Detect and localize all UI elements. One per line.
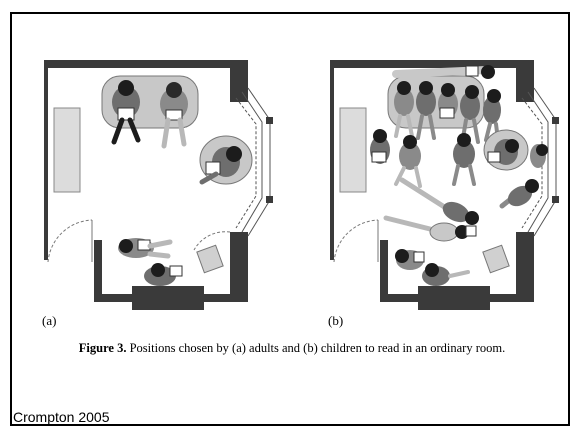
window-post-upper (552, 117, 559, 124)
child-centre-1 (394, 135, 422, 188)
cupboard (339, 107, 367, 193)
window-post-upper (266, 117, 273, 124)
armchair-child (483, 129, 529, 171)
sofa-child-3 (438, 83, 458, 119)
window-post-lower (552, 196, 559, 203)
window-swing (193, 231, 231, 251)
panel-label-b: (b) (328, 313, 344, 328)
left-wall (44, 60, 48, 260)
floor-plan-adults (30, 50, 280, 310)
child-window-seat (530, 144, 548, 168)
top-wall (44, 60, 248, 68)
sofa-child-4 (460, 85, 480, 146)
sofa-child-2 (416, 81, 436, 140)
floor-reader-lower (144, 263, 183, 286)
source-credit: Crompton 2005 (13, 409, 110, 425)
figure-caption: Figure 3. Positions chosen by (a) adults… (0, 341, 584, 356)
floor-plan-children (316, 50, 566, 310)
child-lying-2 (383, 215, 477, 242)
bay-window (521, 87, 557, 237)
door-swing (47, 219, 93, 263)
small-chair (482, 244, 510, 274)
right-wall-upper (516, 60, 534, 102)
alcove-left-wall (380, 240, 388, 302)
room-plan-svg (330, 60, 559, 310)
cupboard (53, 107, 81, 193)
door-swing (333, 219, 379, 263)
small-chair (196, 244, 224, 274)
child-lying-1 (399, 177, 479, 225)
room-plan-svg (44, 60, 273, 310)
armchair-reader (199, 135, 253, 185)
bay-window (235, 87, 271, 237)
child-near-window-lower (499, 179, 539, 209)
left-wall (330, 60, 334, 260)
floor-child-fireplace-1 (395, 249, 425, 270)
right-wall-lower (516, 232, 534, 302)
fireplace (418, 286, 490, 310)
alcove-left-wall (94, 240, 102, 302)
child-left-floor (370, 129, 390, 164)
figure-number: Figure 3. (78, 341, 127, 355)
right-wall-upper (230, 60, 248, 102)
caption-text: Positions chosen by (a) adults and (b) c… (126, 341, 506, 355)
top-wall (330, 60, 534, 68)
panel-label-a: (a) (42, 313, 57, 328)
child-centre-2 (452, 133, 476, 186)
floor-child-fireplace-2 (422, 263, 470, 286)
sofa-reader-left (111, 80, 141, 145)
fireplace (132, 286, 204, 310)
window-post-lower (266, 196, 273, 203)
sofa-child-1 (394, 81, 414, 138)
floor-reader-upper (118, 238, 173, 259)
sofa-reader-right (160, 82, 188, 149)
child-top-lying (392, 65, 495, 79)
right-wall-lower (230, 232, 248, 302)
